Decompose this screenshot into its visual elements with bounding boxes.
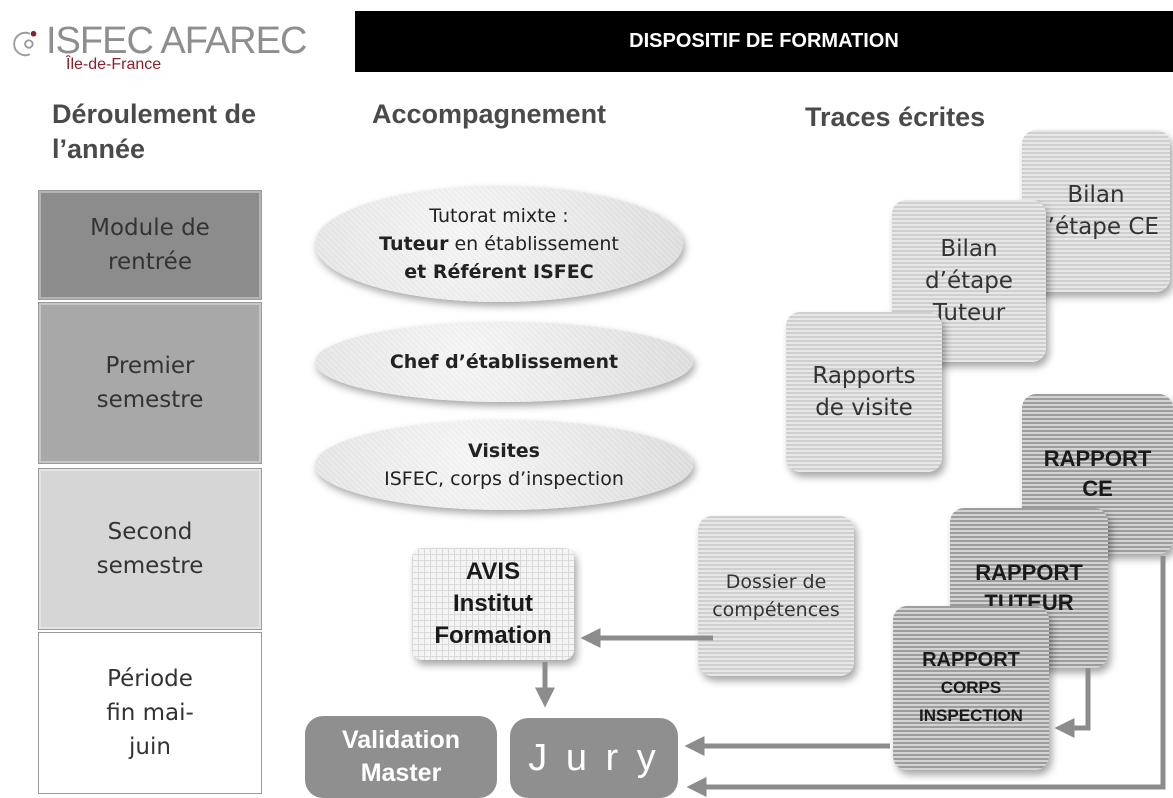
jury: J u r y (510, 718, 678, 798)
ellipse-visites: Visites ISFEC, corps d’inspection (315, 420, 693, 510)
visites-line1: Visites (468, 440, 540, 462)
avis-line2: Institut (453, 590, 533, 617)
tutorat-line1: Tutorat mixte : (429, 205, 569, 227)
logo-mark-icon (13, 30, 37, 57)
rapport-insp-line3: INSPECTION (919, 706, 1023, 725)
rapports-de-visite: Rapports de visite (786, 312, 942, 472)
page-title: DISPOSITIF DE FORMATION (355, 11, 1173, 72)
period-module-rentree: Module de rentrée (38, 190, 262, 300)
avis-line3: Formation (434, 622, 552, 649)
rapport-ce-line1: RAPPORT (1043, 446, 1152, 471)
arrow-rapport-ce-to-jury (686, 556, 1166, 797)
tutorat-line2: Tuteur en établissement (379, 230, 619, 258)
column-heading-deroulement: Déroulement de l’année (52, 99, 257, 164)
validation-line1: Validation (341, 726, 461, 754)
logo-subtitle: Île-de-France (66, 56, 162, 73)
rapport-corps-inspection: RAPPORT CORPS INSPECTION (893, 606, 1049, 770)
rapport-insp-line2: CORPS (940, 678, 1002, 697)
arrow-rapport-tuteur-down (1054, 668, 1091, 738)
avis-line1: AVIS (465, 558, 521, 585)
period-fin-mai-juin: Période fin mai-juin (38, 632, 262, 794)
column-heading-accompagnement: Accompagnement (372, 99, 607, 129)
period-premier-semestre: Premier semestre (38, 302, 262, 464)
validation-master: Validation Master (305, 716, 497, 798)
ellipse-tutorat-mixte: Tutorat mixte : Tuteur en établissement … (315, 186, 683, 302)
ellipse-chef-etablissement: Chef d’établissement (315, 322, 693, 402)
logo: ISFEC AFAREC Île-de-France (12, 20, 312, 75)
rapport-insp-line1: RAPPORT (922, 649, 1020, 671)
rapport-ce-line2: CE (1082, 476, 1113, 501)
avis-institut-formation: AVIS Institut Formation (412, 548, 574, 660)
validation-line2: Master (360, 759, 442, 787)
rapport-tuteur-line1: RAPPORT (975, 560, 1083, 585)
bilan-etape-tuteur: Bilan d’étape Tuteur (892, 200, 1046, 362)
logo-name: ISFEC AFAREC (46, 20, 307, 62)
period-second-semestre: Second semestre (38, 468, 262, 630)
tutorat-en-etablissement: en établissement (448, 233, 619, 255)
column-heading-traces: Traces écrites (805, 102, 986, 132)
dossier-de-competences: Dossier de compétences (698, 516, 854, 676)
tutorat-tuteur: Tuteur (379, 233, 449, 255)
tutorat-line3: et Référent ISFEC (404, 261, 594, 283)
bilan-etape-ce: Bilan d’étape CE (1022, 130, 1170, 292)
visites-line2: ISFEC, corps d’inspection (384, 468, 624, 490)
